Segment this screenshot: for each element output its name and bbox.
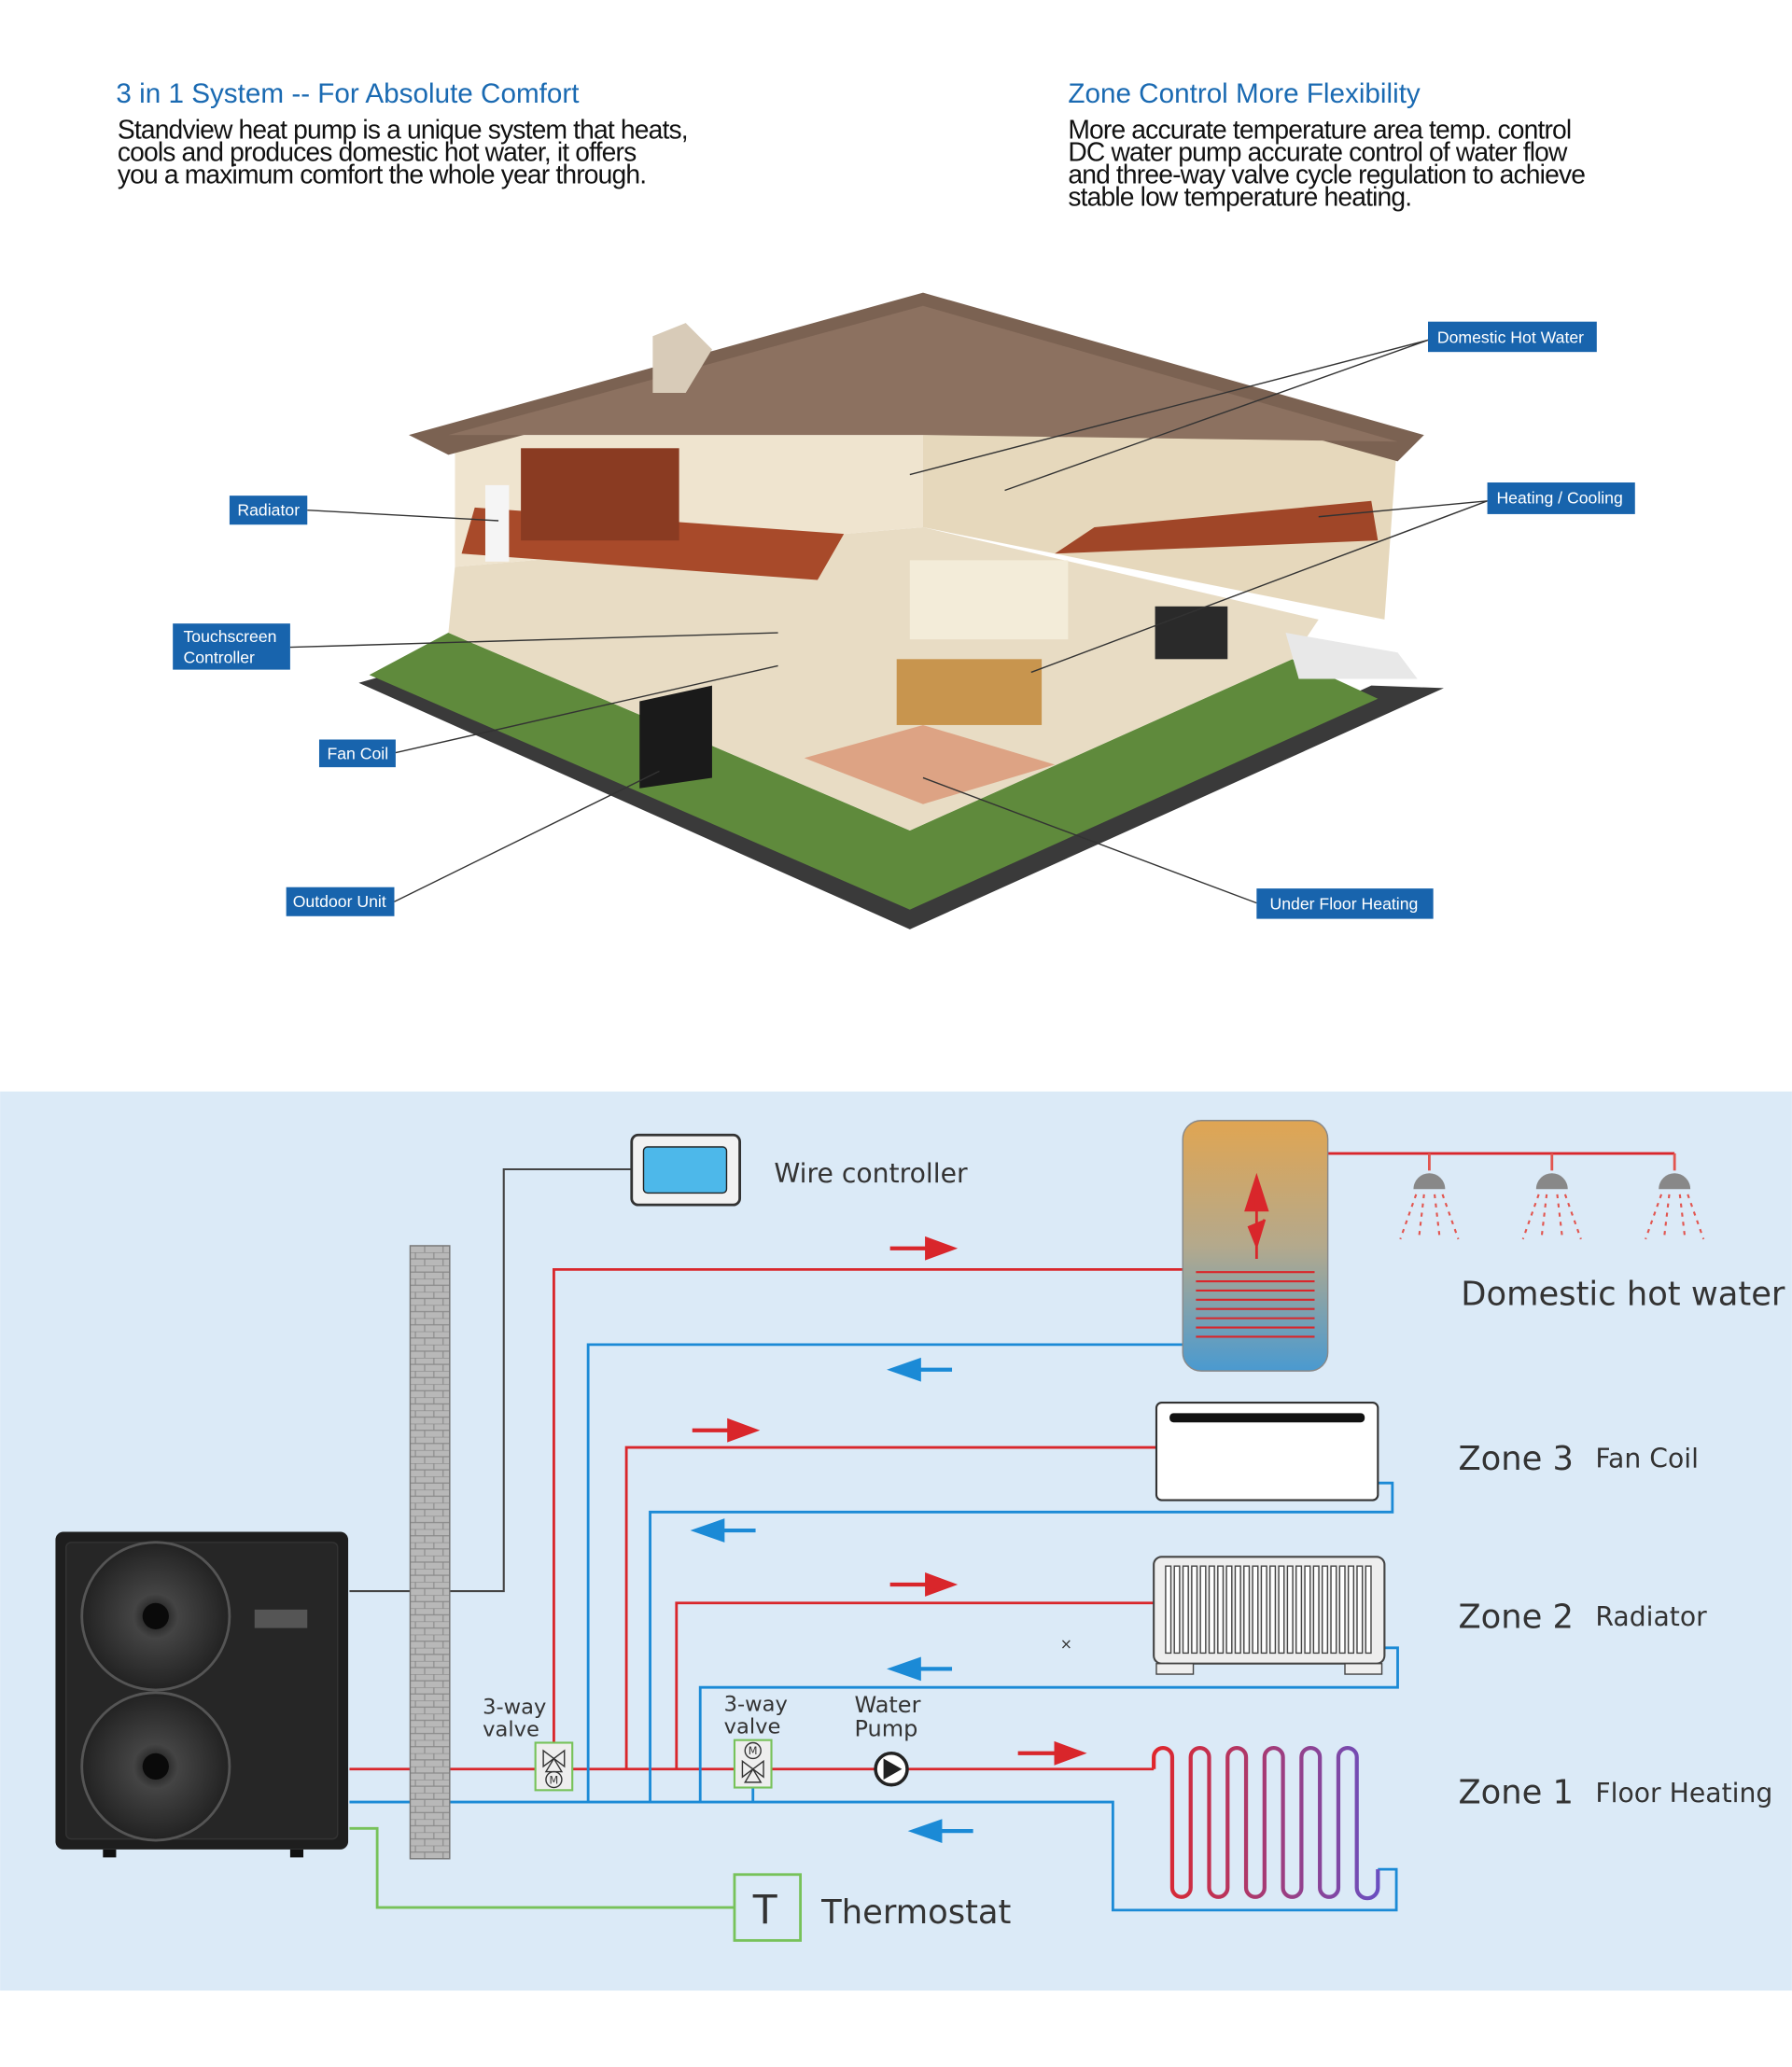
shower-heads xyxy=(1399,1153,1705,1240)
svg-text:Touchscreen: Touchscreen xyxy=(183,627,276,646)
radiator-fin xyxy=(1295,1565,1303,1655)
valve-2-label: 3-way valve xyxy=(724,1693,788,1739)
zone-2-label: Zone 2 Radiator xyxy=(1458,1599,1707,1637)
valve-1-label: 3-way valve xyxy=(483,1695,546,1741)
thermostat: T xyxy=(733,1873,802,1942)
svg-text:Under Floor Heating: Under Floor Heating xyxy=(1269,895,1418,914)
radiator-fin xyxy=(1191,1565,1198,1655)
radiator-fin xyxy=(1269,1565,1277,1655)
radiator-fin xyxy=(1243,1565,1251,1655)
svg-text:Zone 2: Zone 2 xyxy=(1458,1599,1574,1637)
svg-text:M: M xyxy=(549,1774,558,1786)
svg-text:Heating / Cooling: Heating / Cooling xyxy=(1496,489,1622,508)
domestic-hot-water-label: Domestic hot water xyxy=(1461,1276,1785,1314)
svg-text:T: T xyxy=(752,1887,777,1933)
house-illustration xyxy=(358,292,1444,929)
left-intro-title: 3 in 1 System -- For Absolute Comfort xyxy=(116,78,580,109)
flow-arrows xyxy=(690,1236,1087,1844)
water-pump xyxy=(874,1752,909,1787)
left-intro: 3 in 1 System -- For Absolute Comfort St… xyxy=(116,78,688,189)
radiator-fin xyxy=(1312,1565,1320,1655)
house-leaders xyxy=(289,339,1488,904)
label-fan-coil: Fan Coil xyxy=(318,739,396,768)
radiator-fin xyxy=(1165,1565,1172,1655)
three-way-valve-1: M xyxy=(534,1741,574,1792)
radiator-fin xyxy=(1252,1565,1259,1655)
label-domestic-hot-water: Domestic Hot Water xyxy=(1427,321,1597,353)
radiator-fin xyxy=(1321,1565,1329,1655)
return-pipes xyxy=(349,1343,1399,1912)
svg-text:valve: valve xyxy=(724,1715,781,1739)
thermostat-label: Thermostat xyxy=(820,1893,1011,1932)
three-way-valve-2: M xyxy=(733,1739,773,1789)
pump-label: Water Pump xyxy=(855,1692,921,1741)
radiator-fin xyxy=(1278,1565,1285,1655)
right-intro-line: and three-way valve cycle regulation to … xyxy=(1068,159,1585,189)
radiator-fin xyxy=(1365,1565,1372,1655)
thermostat-wire xyxy=(349,1826,735,1909)
left-intro-line: cools and produces domestic hot water, i… xyxy=(118,136,637,166)
radiator-fin xyxy=(1286,1565,1294,1655)
svg-text:Zone 3: Zone 3 xyxy=(1458,1440,1574,1478)
svg-text:Water: Water xyxy=(855,1692,921,1718)
svg-text:Radiator: Radiator xyxy=(237,500,300,519)
fan-coil-unit xyxy=(1155,1401,1379,1501)
radiator-fin xyxy=(1208,1565,1215,1655)
right-intro-line: More accurate temperature area temp. con… xyxy=(1068,114,1571,144)
radiator-fin xyxy=(1234,1565,1241,1655)
marker: × xyxy=(1060,1636,1072,1653)
zone-1-label: Zone 1 Floor Heating xyxy=(1458,1773,1772,1811)
radiator-fin xyxy=(1330,1565,1337,1655)
wall xyxy=(409,1245,451,1860)
label-radiator: Radiator xyxy=(229,496,308,525)
radiator-fin xyxy=(1356,1565,1364,1655)
label-outdoor-unit: Outdoor Unit xyxy=(286,887,395,916)
svg-text:Outdoor Unit: Outdoor Unit xyxy=(293,892,386,911)
label-touchscreen-controller: Touchscreen Controller xyxy=(173,623,290,670)
floor-heating-coil xyxy=(1152,1746,1380,1901)
svg-text:M: M xyxy=(749,1745,758,1757)
label-heating-cooling: Heating / Cooling xyxy=(1487,482,1635,514)
right-intro: Zone Control More Flexibility More accur… xyxy=(1068,78,1586,211)
svg-text:3-way: 3-way xyxy=(724,1693,788,1717)
svg-text:Controller: Controller xyxy=(183,649,255,667)
svg-text:valve: valve xyxy=(483,1717,539,1741)
radiator-fin xyxy=(1199,1565,1207,1655)
radiator-fin xyxy=(1225,1565,1233,1655)
left-intro-line: you a maximum comfort the whole year thr… xyxy=(118,159,646,189)
svg-text:Pump: Pump xyxy=(855,1715,918,1741)
wire-controller xyxy=(630,1133,742,1207)
right-intro-title: Zone Control More Flexibility xyxy=(1068,78,1421,109)
right-intro-line: stable low temperature heating. xyxy=(1068,181,1411,211)
svg-text:Domestic Hot Water: Domestic Hot Water xyxy=(1437,328,1584,346)
svg-text:Zone 1: Zone 1 xyxy=(1458,1773,1574,1811)
right-intro-line: DC water pump accurate control of water … xyxy=(1068,136,1568,166)
radiator-unit xyxy=(1153,1556,1386,1675)
radiator-fin xyxy=(1182,1565,1189,1655)
zone-3-label: Zone 3 Fan Coil xyxy=(1458,1440,1698,1478)
radiator-fin xyxy=(1217,1565,1225,1655)
radiator-fin xyxy=(1338,1565,1346,1655)
left-intro-line: Standview heat pump is a unique system t… xyxy=(118,114,688,144)
label-under-floor-heating: Under Floor Heating xyxy=(1256,888,1434,919)
hot-water-tank xyxy=(1182,1120,1329,1372)
svg-text:3-way: 3-way xyxy=(483,1695,546,1719)
svg-text:Floor Heating: Floor Heating xyxy=(1595,1778,1772,1809)
radiator-fin xyxy=(1173,1565,1181,1655)
radiator-fin xyxy=(1260,1565,1267,1655)
svg-text:Radiator: Radiator xyxy=(1595,1601,1707,1632)
outdoor-heat-pump-unit xyxy=(55,1531,349,1858)
radiator-fin xyxy=(1304,1565,1311,1655)
svg-text:Fan Coil: Fan Coil xyxy=(1595,1443,1699,1473)
radiator-fin xyxy=(1347,1565,1355,1655)
svg-text:Fan Coil: Fan Coil xyxy=(327,745,388,763)
wire-controller-label: Wire controller xyxy=(774,1158,968,1189)
